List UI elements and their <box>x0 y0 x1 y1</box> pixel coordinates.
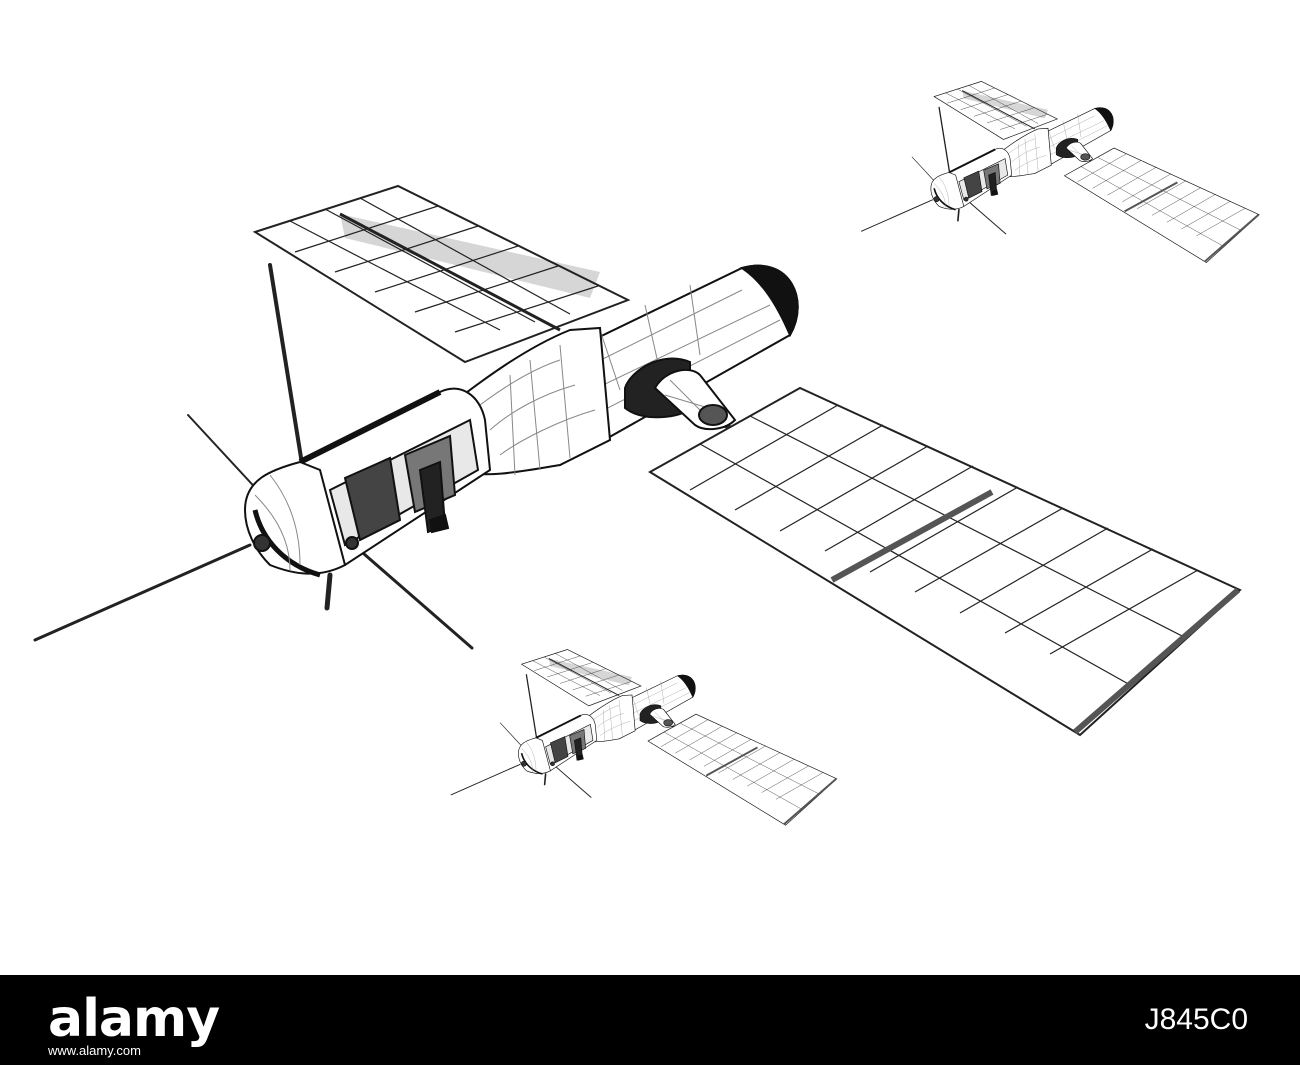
alamy-logo: alamy <box>48 989 220 1049</box>
satellite-small-bottom <box>450 648 838 827</box>
stock-url: www.alamy.com <box>48 1043 141 1058</box>
satellite-large <box>35 186 1240 735</box>
satellite-illustration <box>0 80 1261 827</box>
stock-watermark-bar: alamy www.alamy.com J845C0 <box>0 975 1300 1065</box>
image-id: J845C0 <box>1144 1003 1248 1036</box>
satellite-small-top-right <box>860 80 1261 264</box>
